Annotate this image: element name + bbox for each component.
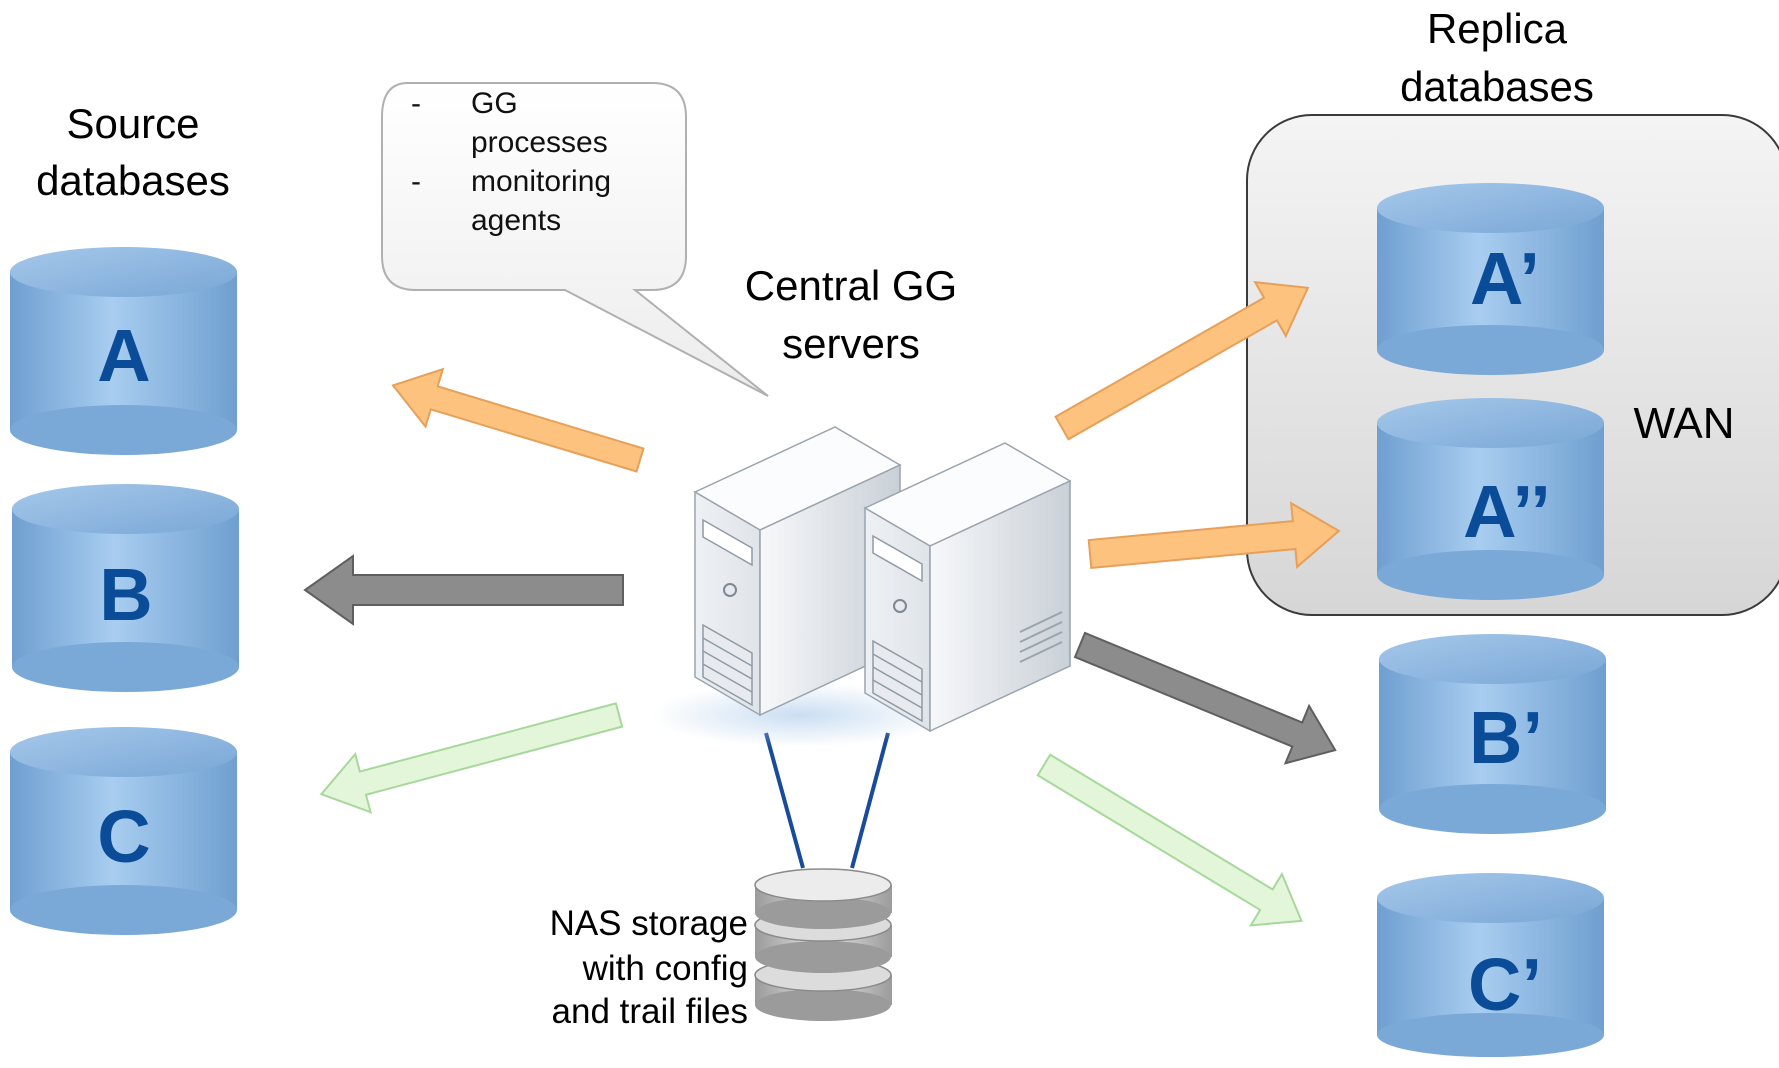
- arrow-central-to-a: [391, 367, 645, 473]
- database-a-label: A: [97, 314, 150, 397]
- wan-label: WAN: [1633, 399, 1734, 448]
- nas-label-line2: with config: [582, 949, 748, 988]
- database-c-prime: C’: [1377, 873, 1604, 1057]
- callout-item2-line2: agents: [471, 204, 561, 237]
- database-c-label: C: [97, 795, 150, 878]
- callout-bullet-2: -: [411, 165, 421, 198]
- callout-item1-line2: processes: [471, 126, 608, 159]
- central-title-line1: Central GG: [745, 262, 957, 309]
- arrow-central-to-b: [303, 554, 624, 626]
- source-title-line2: databases: [36, 157, 230, 204]
- database-c-prime-label: C’: [1468, 943, 1542, 1026]
- arrow-central-to-a-prime: [1054, 280, 1310, 441]
- database-a-prime: A’: [1377, 183, 1604, 375]
- callout-bullet-1: -: [411, 87, 421, 120]
- arrow-central-to-c-prime: [1036, 753, 1303, 927]
- database-c: C: [10, 727, 237, 935]
- nas-link-right: [850, 732, 890, 869]
- disk-stack-icon: [754, 868, 892, 1021]
- database-b-label: B: [99, 553, 152, 636]
- database-a: A: [10, 247, 237, 455]
- database-a-prime-label: A’: [1470, 237, 1540, 320]
- arrow-central-to-b-prime: [1073, 631, 1337, 765]
- arrow-central-to-c: [319, 702, 624, 814]
- server-tower-icon: [863, 442, 1072, 733]
- database-b: B: [12, 484, 239, 692]
- database-a-double-prime-label: A’’: [1463, 470, 1551, 553]
- nas-link-left: [764, 732, 805, 869]
- central-title-line2: servers: [782, 320, 920, 367]
- database-a-double-prime: A’’: [1377, 398, 1604, 600]
- database-b-prime: B’: [1379, 634, 1606, 834]
- nas-label-line3: and trail files: [552, 992, 748, 1031]
- arrow-central-to-a-double-prime: [1087, 501, 1341, 570]
- source-title-line1: Source: [66, 100, 199, 147]
- nas-label-line1: NAS storage: [550, 904, 748, 943]
- callout-item2-line1: monitoring: [471, 165, 611, 198]
- callout-item1-line1: GG: [471, 87, 518, 120]
- callout-bubble: - GG processes - monitoring agents: [381, 82, 769, 397]
- replica-title-line1: Replica: [1427, 5, 1568, 52]
- database-b-prime-label: B’: [1469, 696, 1543, 779]
- replica-title-line2: databases: [1400, 63, 1594, 110]
